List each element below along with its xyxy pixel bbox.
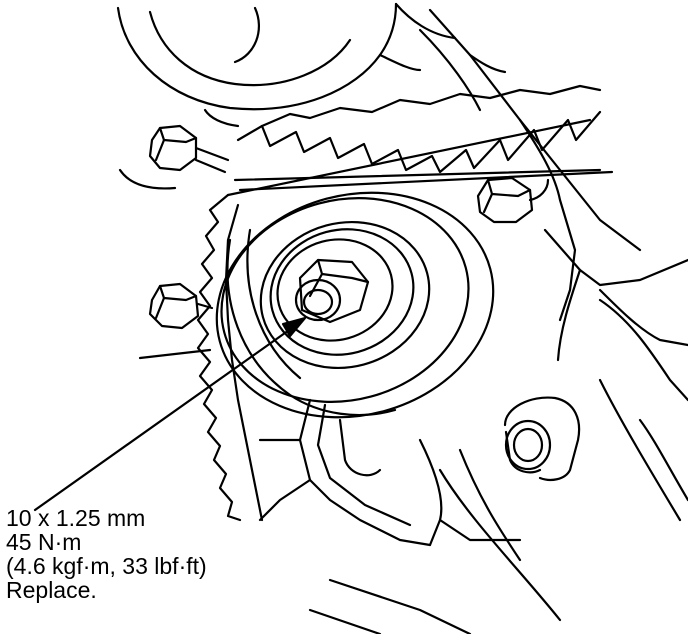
torque-alt-label: (4.6 kgf·m, 33 lbf·ft): [6, 553, 207, 579]
upper-pulley: [116, 2, 457, 128]
tensioner-pulley: [215, 191, 495, 419]
callout-leader-arrow: [33, 316, 307, 512]
upper-left-bolt: [118, 124, 230, 190]
engine-casting: [308, 8, 688, 634]
torque-nm-label: 45 N·m: [6, 529, 82, 555]
instruction-label: Replace.: [6, 577, 97, 603]
thread-size-label: 10 x 1.25 mm: [6, 505, 146, 531]
timing-belt: [138, 84, 614, 522]
tensioner-bracket: [258, 398, 522, 547]
lower-right-stud: [503, 396, 581, 481]
bolt-spec-callout: 10 x 1.25 mm 45 N·m (4.6 kgf·m, 33 lbf·f…: [6, 506, 207, 602]
left-bolt: [148, 282, 214, 330]
center-bolt: [294, 258, 370, 324]
upper-right-bolt: [476, 176, 550, 224]
